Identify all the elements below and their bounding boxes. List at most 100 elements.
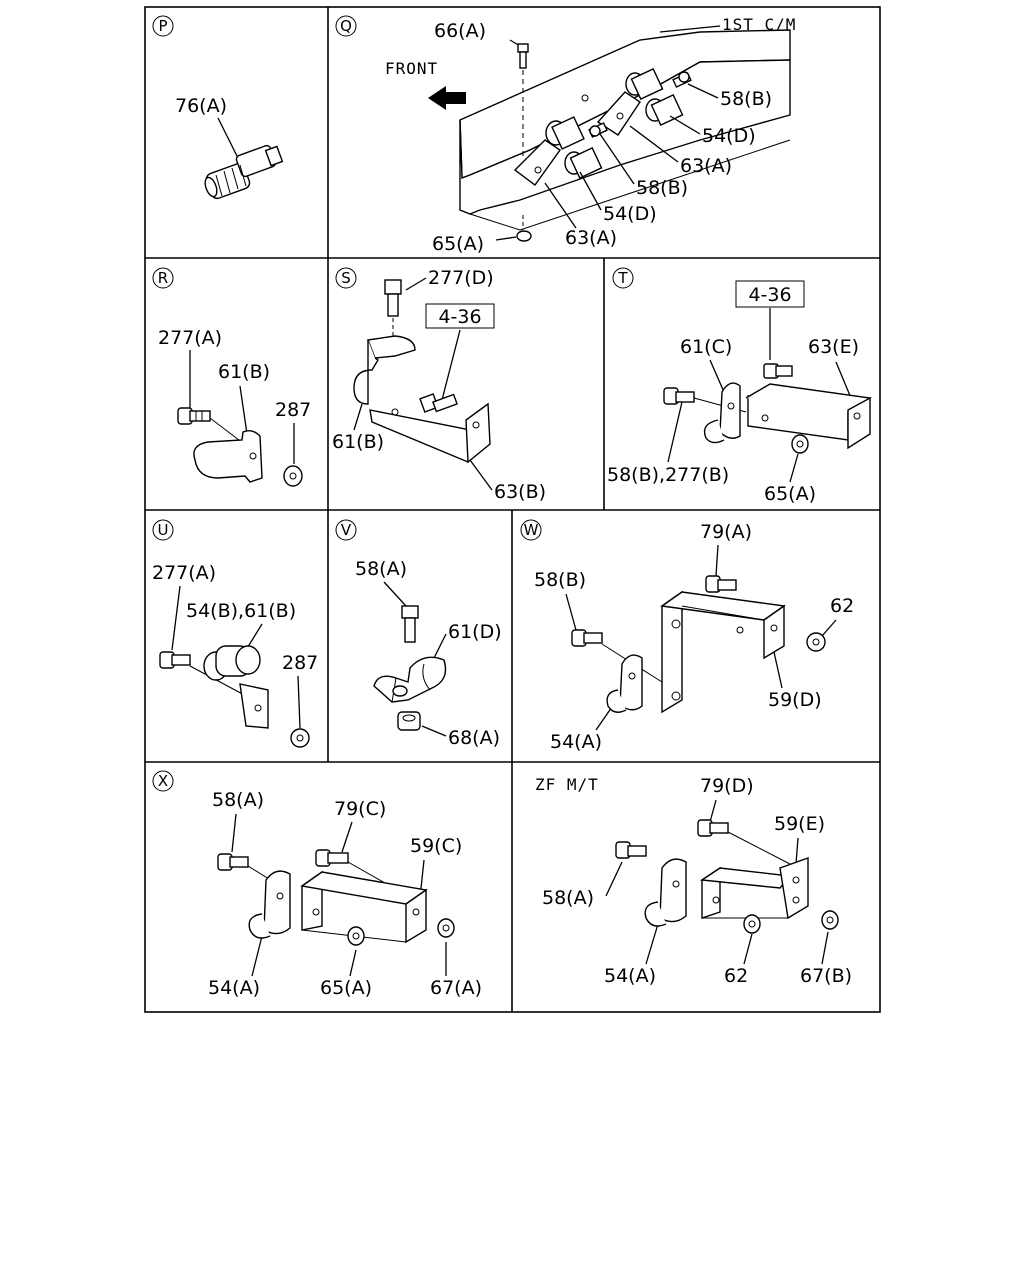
part-label: 58(B) (636, 177, 688, 199)
panel-q: Q 66(A) 1ST C/M FRONT (335, 15, 796, 255)
part-label: 58(B) (534, 569, 586, 591)
panel-letter: T (617, 269, 628, 287)
bolt-part (615, 841, 647, 859)
part-label: 79(C) (334, 798, 386, 820)
part-label: 63(B) (494, 481, 546, 503)
clamp-part-54a (606, 654, 643, 713)
part-label: 54(B),61(B) (186, 600, 296, 622)
part-label: 63(A) (680, 155, 732, 177)
panel-letter-circle (335, 15, 357, 37)
bracket-part-63b (369, 402, 491, 464)
nut-part-67a (437, 918, 455, 938)
nut-part-68a (397, 711, 421, 731)
part-label: 68(A) (448, 727, 500, 749)
panel-letter: X (158, 772, 168, 790)
panel-letter-circle (152, 519, 174, 541)
part-label: 277(D) (428, 267, 494, 289)
clamp-assembly-2 (596, 68, 684, 136)
panel-letter: V (341, 521, 352, 539)
panel-letter-circle (152, 770, 174, 792)
clamp-part-61b (353, 335, 416, 405)
panel-u: U 277(A) 54(B),61(B) 287 (152, 519, 318, 748)
part-label: 54(D) (702, 125, 756, 147)
part-label: 58(B) (720, 88, 772, 110)
panel-t: T 4-36 61(C) 63(E) 58(B),277(B) 65(A) (607, 267, 872, 505)
bolt-part (571, 629, 663, 683)
bolt-part (763, 363, 793, 379)
front-arrow-icon (428, 86, 466, 110)
part-label: 67(A) (430, 977, 482, 999)
clamp-part-54a (248, 870, 291, 939)
bracket-part-63e (745, 383, 872, 450)
part-label: 67(B) (800, 965, 852, 987)
nut-part (283, 465, 303, 487)
bolt-part-277d (384, 279, 402, 340)
part-label: 65(A) (320, 977, 372, 999)
part-label: 54(A) (208, 977, 260, 999)
part-label: 54(D) (603, 203, 657, 225)
part-label: 61(D) (448, 621, 502, 643)
panel-s: S 277(D) 4-36 61(B) 63(B) (332, 267, 546, 503)
panel-w: W 79(A) 58(B) 62 59(D) 54(A) (520, 519, 854, 753)
nut-part-67b (821, 910, 839, 930)
note-label: 1ST C/M (722, 15, 796, 34)
bolt-part (159, 651, 251, 699)
part-label: 65(A) (764, 483, 816, 505)
part-label: 62 (830, 595, 854, 617)
nut-part-62 (743, 914, 761, 934)
reference-box (735, 280, 805, 308)
part-label: 287 (282, 652, 318, 674)
clamp-part-54a (644, 858, 687, 927)
panel-letter: P (158, 17, 167, 35)
part-label: 63(A) (565, 227, 617, 249)
nut-part (791, 434, 809, 454)
panel-letter: W (524, 521, 539, 539)
fitting-part-76a (204, 144, 284, 200)
clamp-part-61c (703, 382, 741, 444)
part-label: 79(D) (700, 775, 754, 797)
panel-letter-circle (152, 15, 174, 37)
nut-part-65a (347, 926, 365, 946)
panel-letter-circle (520, 519, 542, 541)
panel-zf-mt: ZF M/T 79(D) 59(E) 58(A) 54(A) 62 67(B) (535, 775, 852, 987)
part-label: 58(A) (212, 789, 264, 811)
part-label: 58(B),277(B) (607, 464, 729, 486)
clamp-part-54b (203, 645, 269, 729)
part-label: 63(E) (808, 336, 859, 358)
panel-letter: U (158, 521, 169, 539)
bracket-part-59d (660, 590, 786, 714)
part-label: 61(C) (680, 336, 732, 358)
part-label: 277(A) (152, 562, 216, 584)
panel-title: ZF M/T (535, 775, 599, 794)
part-label: 79(A) (700, 521, 752, 543)
panel-letter-circle (335, 267, 357, 289)
bracket-part-59c (300, 870, 428, 944)
reference-box (425, 303, 495, 329)
clamp-part-61b (193, 429, 263, 483)
bolt-part (419, 393, 458, 413)
part-label: 58(A) (355, 558, 407, 580)
part-label: 66(A) (434, 20, 486, 42)
part-label: 287 (275, 399, 311, 421)
part-label: 59(E) (774, 813, 825, 835)
reference-label: 4-36 (748, 284, 791, 306)
diagram-frame (144, 6, 881, 1013)
clamp-assembly-1 (513, 116, 603, 186)
bolt-part-79a (705, 575, 737, 593)
panel-letter-circle (152, 267, 174, 289)
panel-letter: S (341, 269, 351, 287)
panel-v: V 58(A) 61(D) 68(A) (335, 519, 502, 749)
panel-letter: Q (340, 17, 352, 35)
bracket-part-59e (699, 857, 809, 920)
panel-letter-circle (335, 519, 357, 541)
panel-x: X 58(A) 79(C) 59(C) 54(A) 65(A) 67(A) (152, 770, 482, 999)
panel-r: R 277(A) 61(B) 287 (152, 267, 311, 487)
part-label: 65(A) (432, 233, 484, 255)
part-label: 54(A) (604, 965, 656, 987)
bolt-part-58a (401, 605, 419, 643)
part-label: 62 (724, 965, 748, 987)
clamp-part-61d (373, 656, 447, 703)
bolt-part-79d (697, 819, 791, 865)
